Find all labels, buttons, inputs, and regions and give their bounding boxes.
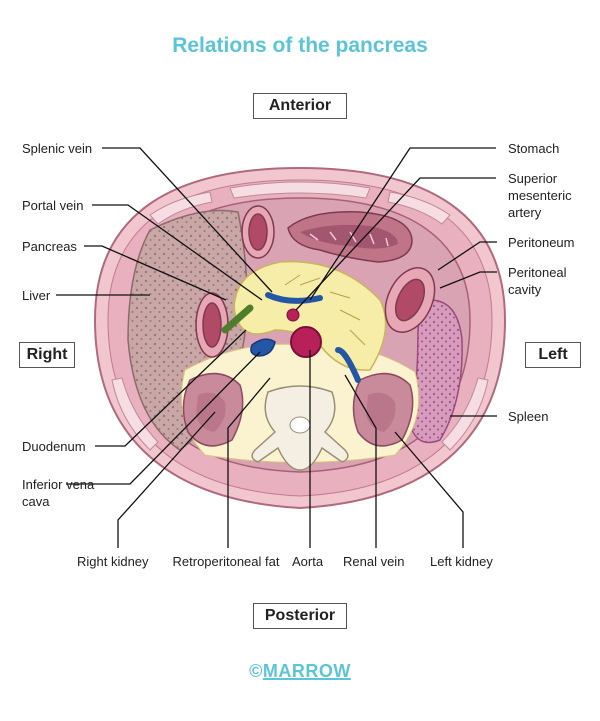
diagram-title: Relations of the pancreas (172, 34, 428, 57)
aorta-shape (290, 326, 322, 358)
label-stomach: Stomach (508, 141, 560, 156)
logo-copyright: © (249, 661, 263, 681)
left-label: Left (525, 342, 581, 368)
label-retroperitoneal-fat: Retroperitoneal fat (172, 554, 280, 569)
anterior-label: Anterior (253, 93, 347, 119)
label-pancreas: Pancreas (22, 239, 77, 254)
label-peritoneal-cavity: Peritoneal cavity (508, 265, 567, 297)
label-right-kidney: Right kidney (77, 554, 149, 569)
label-peritoneum: Peritoneum (508, 235, 575, 250)
label-spleen: Spleen (508, 409, 549, 424)
label-duodenum: Duodenum (22, 439, 86, 454)
wall-muscle-anterior (229, 181, 371, 199)
splenic-vein-shape (265, 292, 323, 304)
right-label: Right (19, 342, 75, 368)
superior-mesenteric-artery-shape (286, 308, 300, 322)
label-superior-mesenteric-artery: Superior mesenteric artery (508, 171, 572, 220)
marrow-logo: ©MARROW (0, 661, 600, 682)
bowel-loops (195, 205, 436, 358)
label-portal-vein: Portal vein (22, 198, 84, 213)
label-renal-vein: Renal vein (343, 554, 405, 569)
leader-lines (56, 147, 497, 548)
label-inferior-vena-cava: Inferior vena cava (22, 477, 95, 509)
pancreas-shape (233, 260, 387, 371)
portal-vein-shape (221, 304, 254, 334)
label-liver: Liver (22, 288, 51, 303)
renal-vein-shape (335, 347, 361, 383)
posterior-label: Posterior (253, 603, 347, 629)
label-left-kidney: Left kidney (430, 554, 493, 569)
label-splenic-vein: Splenic vein (22, 141, 93, 156)
label-aorta: Aorta (292, 554, 324, 569)
inferior-vena-cava-shape (250, 338, 276, 357)
logo-brand: MARROW (262, 661, 351, 681)
